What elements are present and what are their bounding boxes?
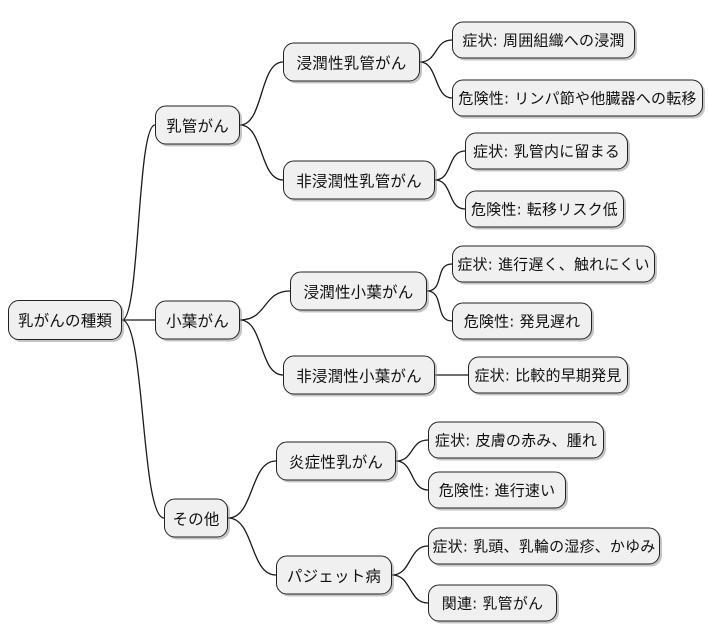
node-label: 非浸潤性乳管がん <box>296 172 422 190</box>
connector-l2-hishinjun-nyukan-to-leaf-4 <box>434 179 466 210</box>
node-label: 症状: 乳頭、乳輪の湿疹、かゆみ <box>432 537 656 556</box>
mindmap-node-leaf-9[interactable]: 危険性: 進行速い <box>428 471 566 509</box>
node-label: 危険性: 進行速い <box>438 481 556 500</box>
node-label: 浸潤性乳管がん <box>296 54 407 72</box>
connector-l2-ensho-to-leaf-8 <box>395 439 429 462</box>
mindmap-node-l2-hishinjun-nyukan[interactable]: 非浸潤性乳管がん <box>283 160 435 200</box>
connector-root-to-l1-sonota <box>121 319 165 519</box>
mindmap-node-l2-paget[interactable]: パジェット病 <box>276 555 392 595</box>
mindmap-node-leaf-7[interactable]: 症状: 比較的早期発見 <box>468 356 628 394</box>
connector-l2-shinjun-nyukan-to-leaf-1 <box>419 39 453 63</box>
connector-l1-sonota-to-l2-paget <box>227 517 277 576</box>
mindmap-node-l2-hishinjun-shoyo[interactable]: 非浸潤性小葉がん <box>283 355 435 395</box>
mindmap-node-leaf-5[interactable]: 症状: 進行遅く、触れにくい <box>452 245 655 283</box>
connector-l2-hishinjun-nyukan-to-leaf-3 <box>434 150 466 181</box>
mindmap-node-root[interactable]: 乳がんの種類 <box>8 300 122 340</box>
node-label: 症状: 乳管内に留まる <box>472 142 621 161</box>
mindmap-node-leaf-11[interactable]: 関連: 乳管がん <box>428 584 557 622</box>
node-label: 浸潤性小葉がん <box>303 283 414 301</box>
node-label: 症状: 周囲組織への浸潤 <box>462 31 625 50</box>
mindmap-node-leaf-4[interactable]: 危険性: 転移リスク低 <box>465 190 624 228</box>
connector-l1-shoyo-to-l2-hishinjun-shoyo <box>239 319 284 376</box>
node-label: 危険性: リンパ節や他臓器への転移 <box>458 89 697 108</box>
mindmap-node-leaf-10[interactable]: 症状: 乳頭、乳輪の湿疹、かゆみ <box>428 527 660 565</box>
connector-l2-shinjun-shoyo-to-leaf-5 <box>426 263 453 292</box>
node-label: 関連: 乳管がん <box>441 594 544 613</box>
node-label: 危険性: 発見遅れ <box>463 312 581 331</box>
node-label: 症状: 皮膚の赤み、腫れ <box>434 431 598 450</box>
node-label: 危険性: 転移リスク低 <box>470 200 619 219</box>
node-label: 症状: 比較的早期発見 <box>474 366 622 385</box>
node-label: 乳がんの種類 <box>17 312 113 330</box>
node-label: 症状: 進行遅く、触れにくい <box>457 255 650 274</box>
node-label: 炎症性乳がん <box>288 453 384 471</box>
node-label: 乳管がん <box>166 117 229 135</box>
node-label: パジェット病 <box>286 567 382 585</box>
mindmap-node-l1-nyukan[interactable]: 乳管がん <box>155 105 240 145</box>
mindmap-node-leaf-2[interactable]: 危険性: リンパ節や他臓器への転移 <box>452 79 703 117</box>
mindmap-node-l1-shoyo[interactable]: 小葉がん <box>155 300 240 340</box>
node-label: 小葉がん <box>166 312 229 330</box>
mindmap-node-leaf-6[interactable]: 危険性: 発見遅れ <box>452 302 592 340</box>
connector-l2-ensho-to-leaf-9 <box>395 460 429 491</box>
mindmap-node-l2-shinjun-nyukan[interactable]: 浸潤性乳管がん <box>283 42 420 82</box>
connector-l2-paget-to-leaf-11 <box>391 574 429 604</box>
mindmap-node-leaf-3[interactable]: 症状: 乳管内に留まる <box>465 132 628 170</box>
mindmap-node-leaf-8[interactable]: 症状: 皮膚の赤み、腫れ <box>428 421 604 459</box>
connector-l1-nyukan-to-l2-shinjun-nyukan <box>239 61 284 126</box>
connector-l1-nyukan-to-l2-hishinjun-nyukan <box>239 124 284 181</box>
mindmap-node-l1-sonota[interactable]: その他 <box>164 498 228 538</box>
node-label: 非浸潤性小葉がん <box>296 367 422 385</box>
connector-l2-shinjun-shoyo-to-leaf-6 <box>426 290 453 322</box>
mindmap-node-leaf-1[interactable]: 症状: 周囲組織への浸潤 <box>452 21 635 59</box>
connector-l1-shoyo-to-l2-shinjun-shoyo <box>239 290 291 321</box>
mindmap-node-l2-shinjun-shoyo[interactable]: 浸潤性小葉がん <box>290 271 427 311</box>
connector-l2-shinjun-nyukan-to-leaf-2 <box>419 61 453 99</box>
connector-root-to-l1-nyukan <box>121 124 156 321</box>
connector-l2-paget-to-leaf-10 <box>391 545 429 576</box>
connector-l1-sonota-to-l2-ensho <box>227 460 277 519</box>
mindmap-node-l2-ensho[interactable]: 炎症性乳がん <box>276 441 396 481</box>
node-label: その他 <box>172 510 220 528</box>
